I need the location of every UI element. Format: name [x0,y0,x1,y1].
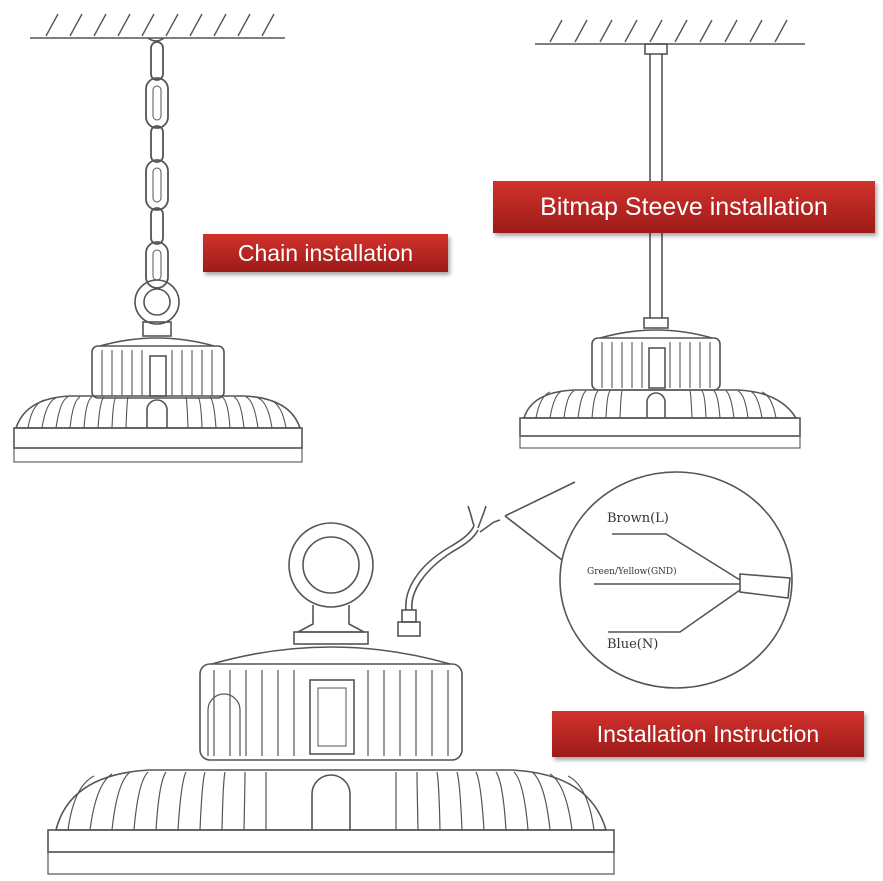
wiring-detail-callout [504,471,793,689]
wire-label-blue: Blue(N) [607,637,659,652]
sleeve-installation-label: Bitmap Steeve installation [493,181,875,233]
ceiling-right [535,19,805,45]
lamp-right [519,317,801,449]
installation-instruction-label: Installation Instruction [552,711,864,757]
wire-label-green-yellow: Green/Yellow(GND) [587,567,677,577]
ceiling-left [30,13,285,39]
lamp-large [47,522,615,875]
lamp-left [13,279,303,463]
wire-label-brown: Brown(L) [607,511,669,526]
ceiling-mount-left [147,37,165,42]
power-cable [397,505,501,637]
chain [145,41,169,289]
chain-installation-label: Chain installation [203,234,448,272]
